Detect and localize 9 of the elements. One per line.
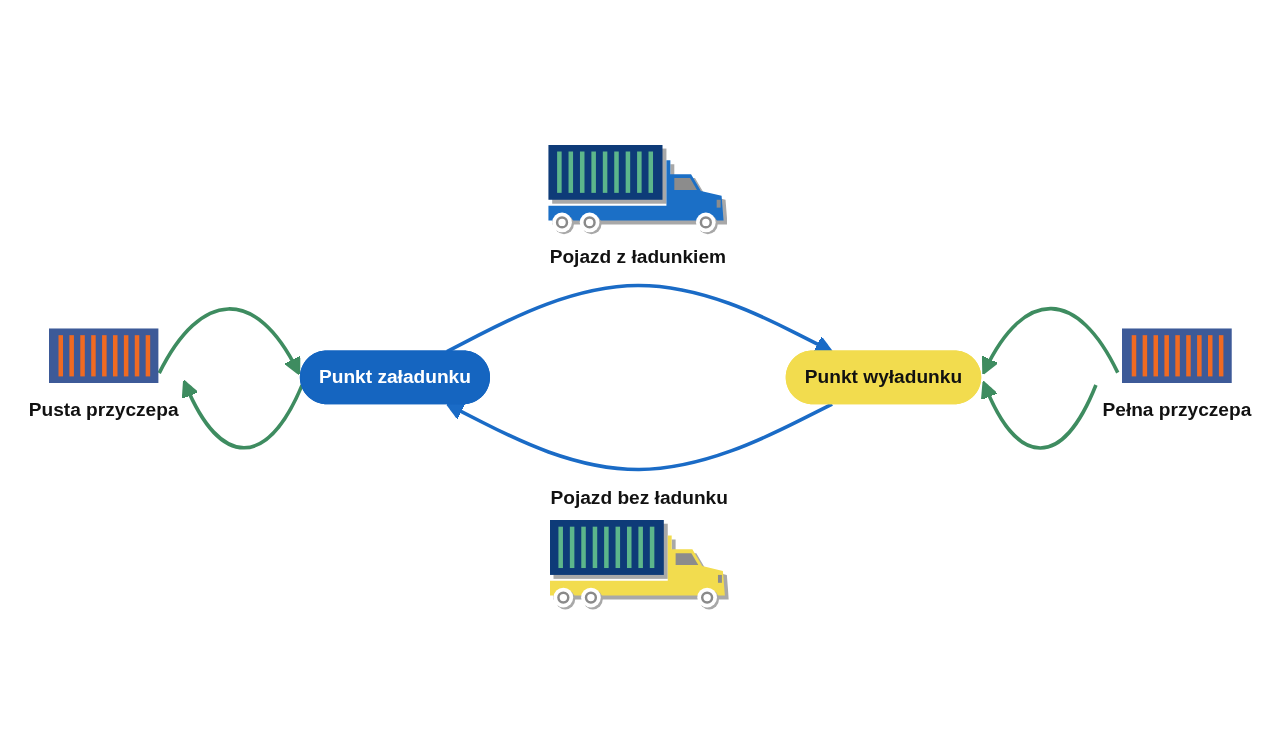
curved-arrow [981,380,1098,450]
curved-arrow [982,306,1120,375]
node-label: Pełna przyczepa [1102,398,1252,420]
node-label: Pusta przyczepa [28,398,179,420]
node-label: Punkt załadunku [319,366,471,387]
curved-arrow [446,402,833,472]
node-label: Punkt wyładunku [804,366,963,387]
curved-arrow [157,307,301,376]
curved-arrow [182,379,304,450]
